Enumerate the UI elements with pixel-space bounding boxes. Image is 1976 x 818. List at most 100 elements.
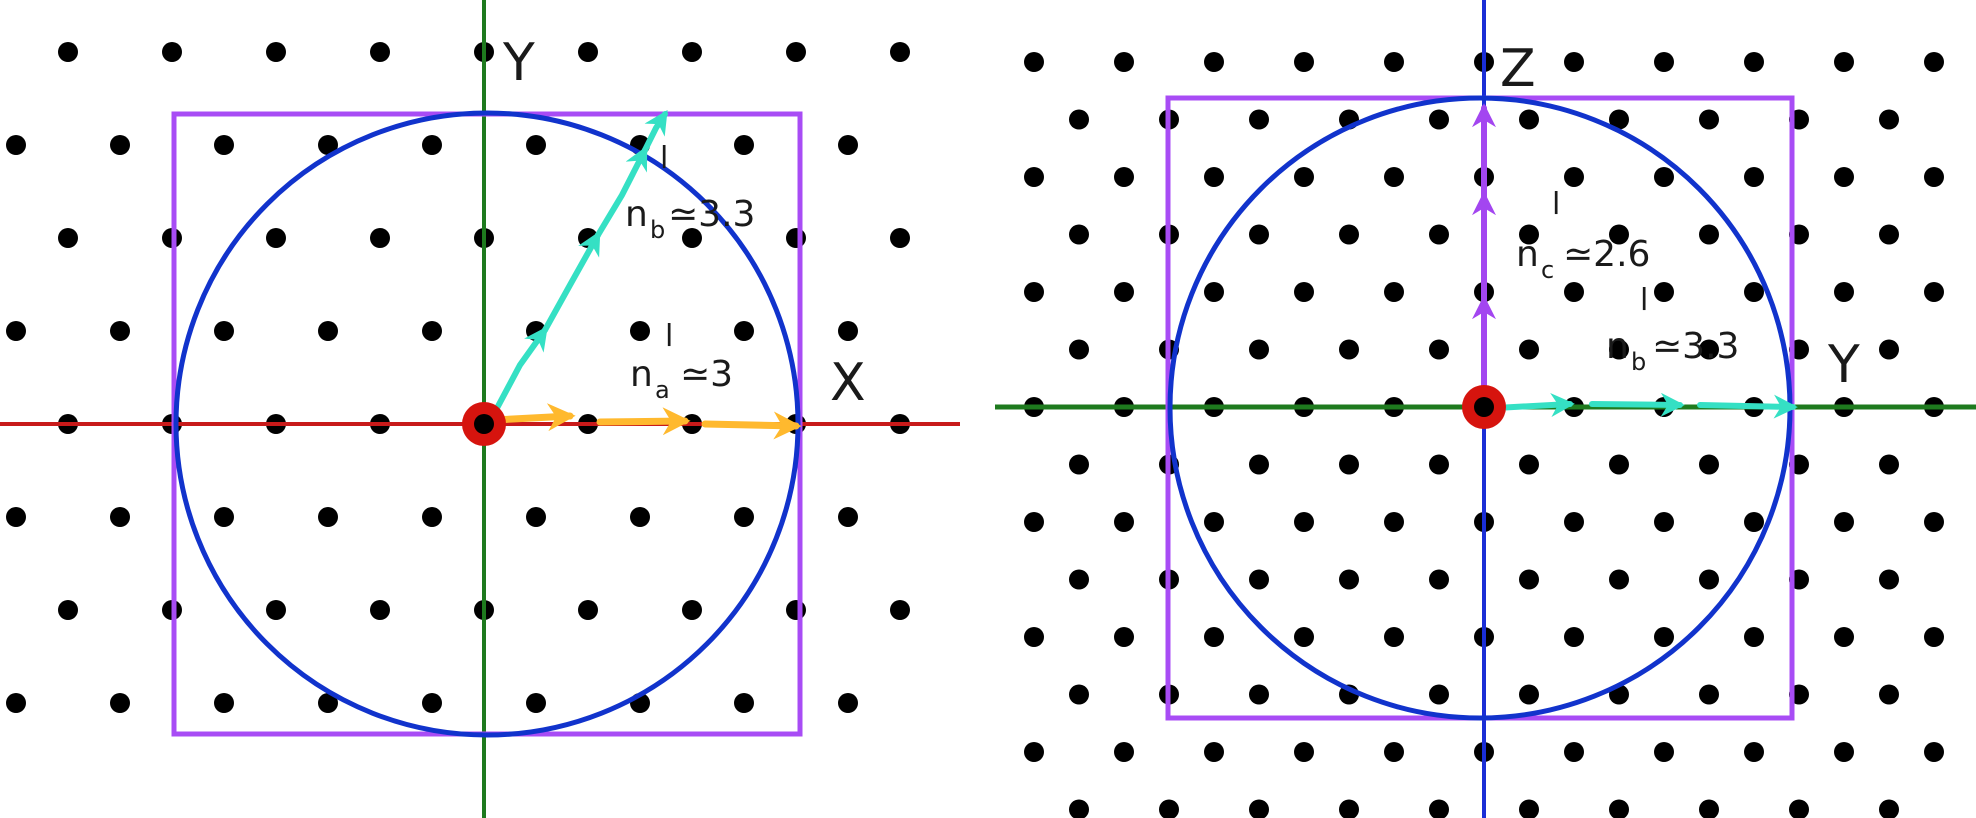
lattice-dot (630, 321, 650, 341)
lattice-dot (1204, 52, 1224, 72)
lattice-dot (1654, 167, 1674, 187)
left-label-n-a: n l a ≃3 (630, 319, 733, 404)
lattice-dot (1879, 799, 1899, 818)
lattice-dot (214, 507, 234, 527)
lattice-dot (682, 600, 702, 620)
lattice-dot (1744, 627, 1764, 647)
lattice-dot (1339, 454, 1359, 475)
lattice-dot (1879, 339, 1899, 360)
lattice-dot (1294, 627, 1314, 647)
lattice-dot (786, 600, 806, 620)
lattice-dot (6, 507, 26, 527)
lattice-dot (890, 228, 910, 248)
right-arrow-b (1493, 392, 1798, 419)
lattice-dot (1564, 282, 1584, 302)
left-lattice-dots (6, 42, 910, 713)
lattice-dot (110, 321, 130, 341)
lattice-dot (58, 600, 78, 620)
left-origin-dot (474, 414, 494, 434)
lattice-dot (1249, 224, 1269, 245)
lattice-dot (6, 693, 26, 713)
lattice-dot (1204, 282, 1224, 302)
left-arrow-b (493, 109, 668, 413)
lattice-dot (1024, 167, 1044, 187)
lattice-dot (1744, 742, 1764, 762)
lattice-dot (1294, 52, 1314, 72)
lattice-dot (838, 321, 858, 341)
left-n-b-value: ≃3.3 (668, 194, 755, 235)
left-n-a-sup: l (665, 319, 673, 354)
lattice-dot (1024, 52, 1044, 72)
lattice-dot (1564, 52, 1584, 72)
lattice-dot (370, 42, 390, 62)
lattice-dot (1924, 167, 1944, 187)
lattice-dot (1654, 52, 1674, 72)
left-n-a-value: ≃3 (680, 354, 733, 395)
right-n-c-sup: l (1552, 187, 1560, 222)
lattice-dot (526, 693, 546, 713)
lattice-dot (526, 135, 546, 155)
lattice-dot (1834, 742, 1854, 762)
lattice-dot (1519, 454, 1539, 475)
lattice-dot (1429, 454, 1449, 475)
lattice-dot (1114, 282, 1134, 302)
lattice-dot (1924, 742, 1944, 762)
lattice-dot (1249, 569, 1269, 590)
lattice-dot (1069, 339, 1089, 360)
lattice-dot (1699, 569, 1719, 590)
lattice-dot (1294, 742, 1314, 762)
lattice-dot (214, 693, 234, 713)
lattice-dot (214, 321, 234, 341)
lattice-dot (1519, 339, 1539, 360)
left-label-n-b: n l b ≃3.3 (625, 141, 755, 244)
lattice-dot (1249, 799, 1269, 818)
lattice-dot (1249, 684, 1269, 705)
lattice-dot (1564, 167, 1584, 187)
lattice-dot (890, 42, 910, 62)
lattice-dot (1384, 282, 1404, 302)
right-axis-h-label: Y (1827, 335, 1860, 395)
lattice-dot (1924, 282, 1944, 302)
lattice-dot (58, 42, 78, 62)
lattice-dot (1834, 627, 1854, 647)
lattice-dot (1924, 627, 1944, 647)
lattice-dot (526, 507, 546, 527)
lattice-dot (318, 507, 338, 527)
lattice-dot (1834, 52, 1854, 72)
lattice-dot (838, 135, 858, 155)
lattice-dot (1384, 167, 1404, 187)
lattice-dot (734, 507, 754, 527)
lattice-dot (734, 321, 754, 341)
lattice-dot (1609, 339, 1629, 360)
lattice-dot (1024, 512, 1044, 532)
lattice-dot (1744, 512, 1764, 532)
lattice-dot (1339, 799, 1359, 818)
lattice-dot (1114, 512, 1134, 532)
lattice-dot (1519, 684, 1539, 705)
lattice-dot (1924, 512, 1944, 532)
lattice-dot (1744, 167, 1764, 187)
lattice-dot (1519, 569, 1539, 590)
lattice-dot (1699, 339, 1719, 360)
lattice-dot (1519, 109, 1539, 130)
lattice-dot (1654, 742, 1674, 762)
lattice-dot (1069, 109, 1089, 130)
lattice-dot (1339, 339, 1359, 360)
lattice-dot (1069, 454, 1089, 475)
lattice-dot (1339, 569, 1359, 590)
right-n-c-sub: c (1541, 256, 1554, 284)
lattice-dot (422, 507, 442, 527)
right-label-n-c: n l c ≃2.6 (1516, 187, 1650, 284)
left-axis-h-label: X (830, 353, 866, 413)
lattice-dot (1384, 512, 1404, 532)
lattice-dot (1609, 109, 1629, 130)
lattice-dot (1069, 569, 1089, 590)
lattice-dot (422, 135, 442, 155)
lattice-dot (682, 228, 702, 248)
lattice-dot (578, 42, 598, 62)
lattice-dot (1834, 167, 1854, 187)
lattice-dot (1699, 224, 1719, 245)
lattice-dot (1429, 569, 1449, 590)
right-n-c-value: ≃2.6 (1563, 234, 1650, 275)
lattice-dot (6, 321, 26, 341)
